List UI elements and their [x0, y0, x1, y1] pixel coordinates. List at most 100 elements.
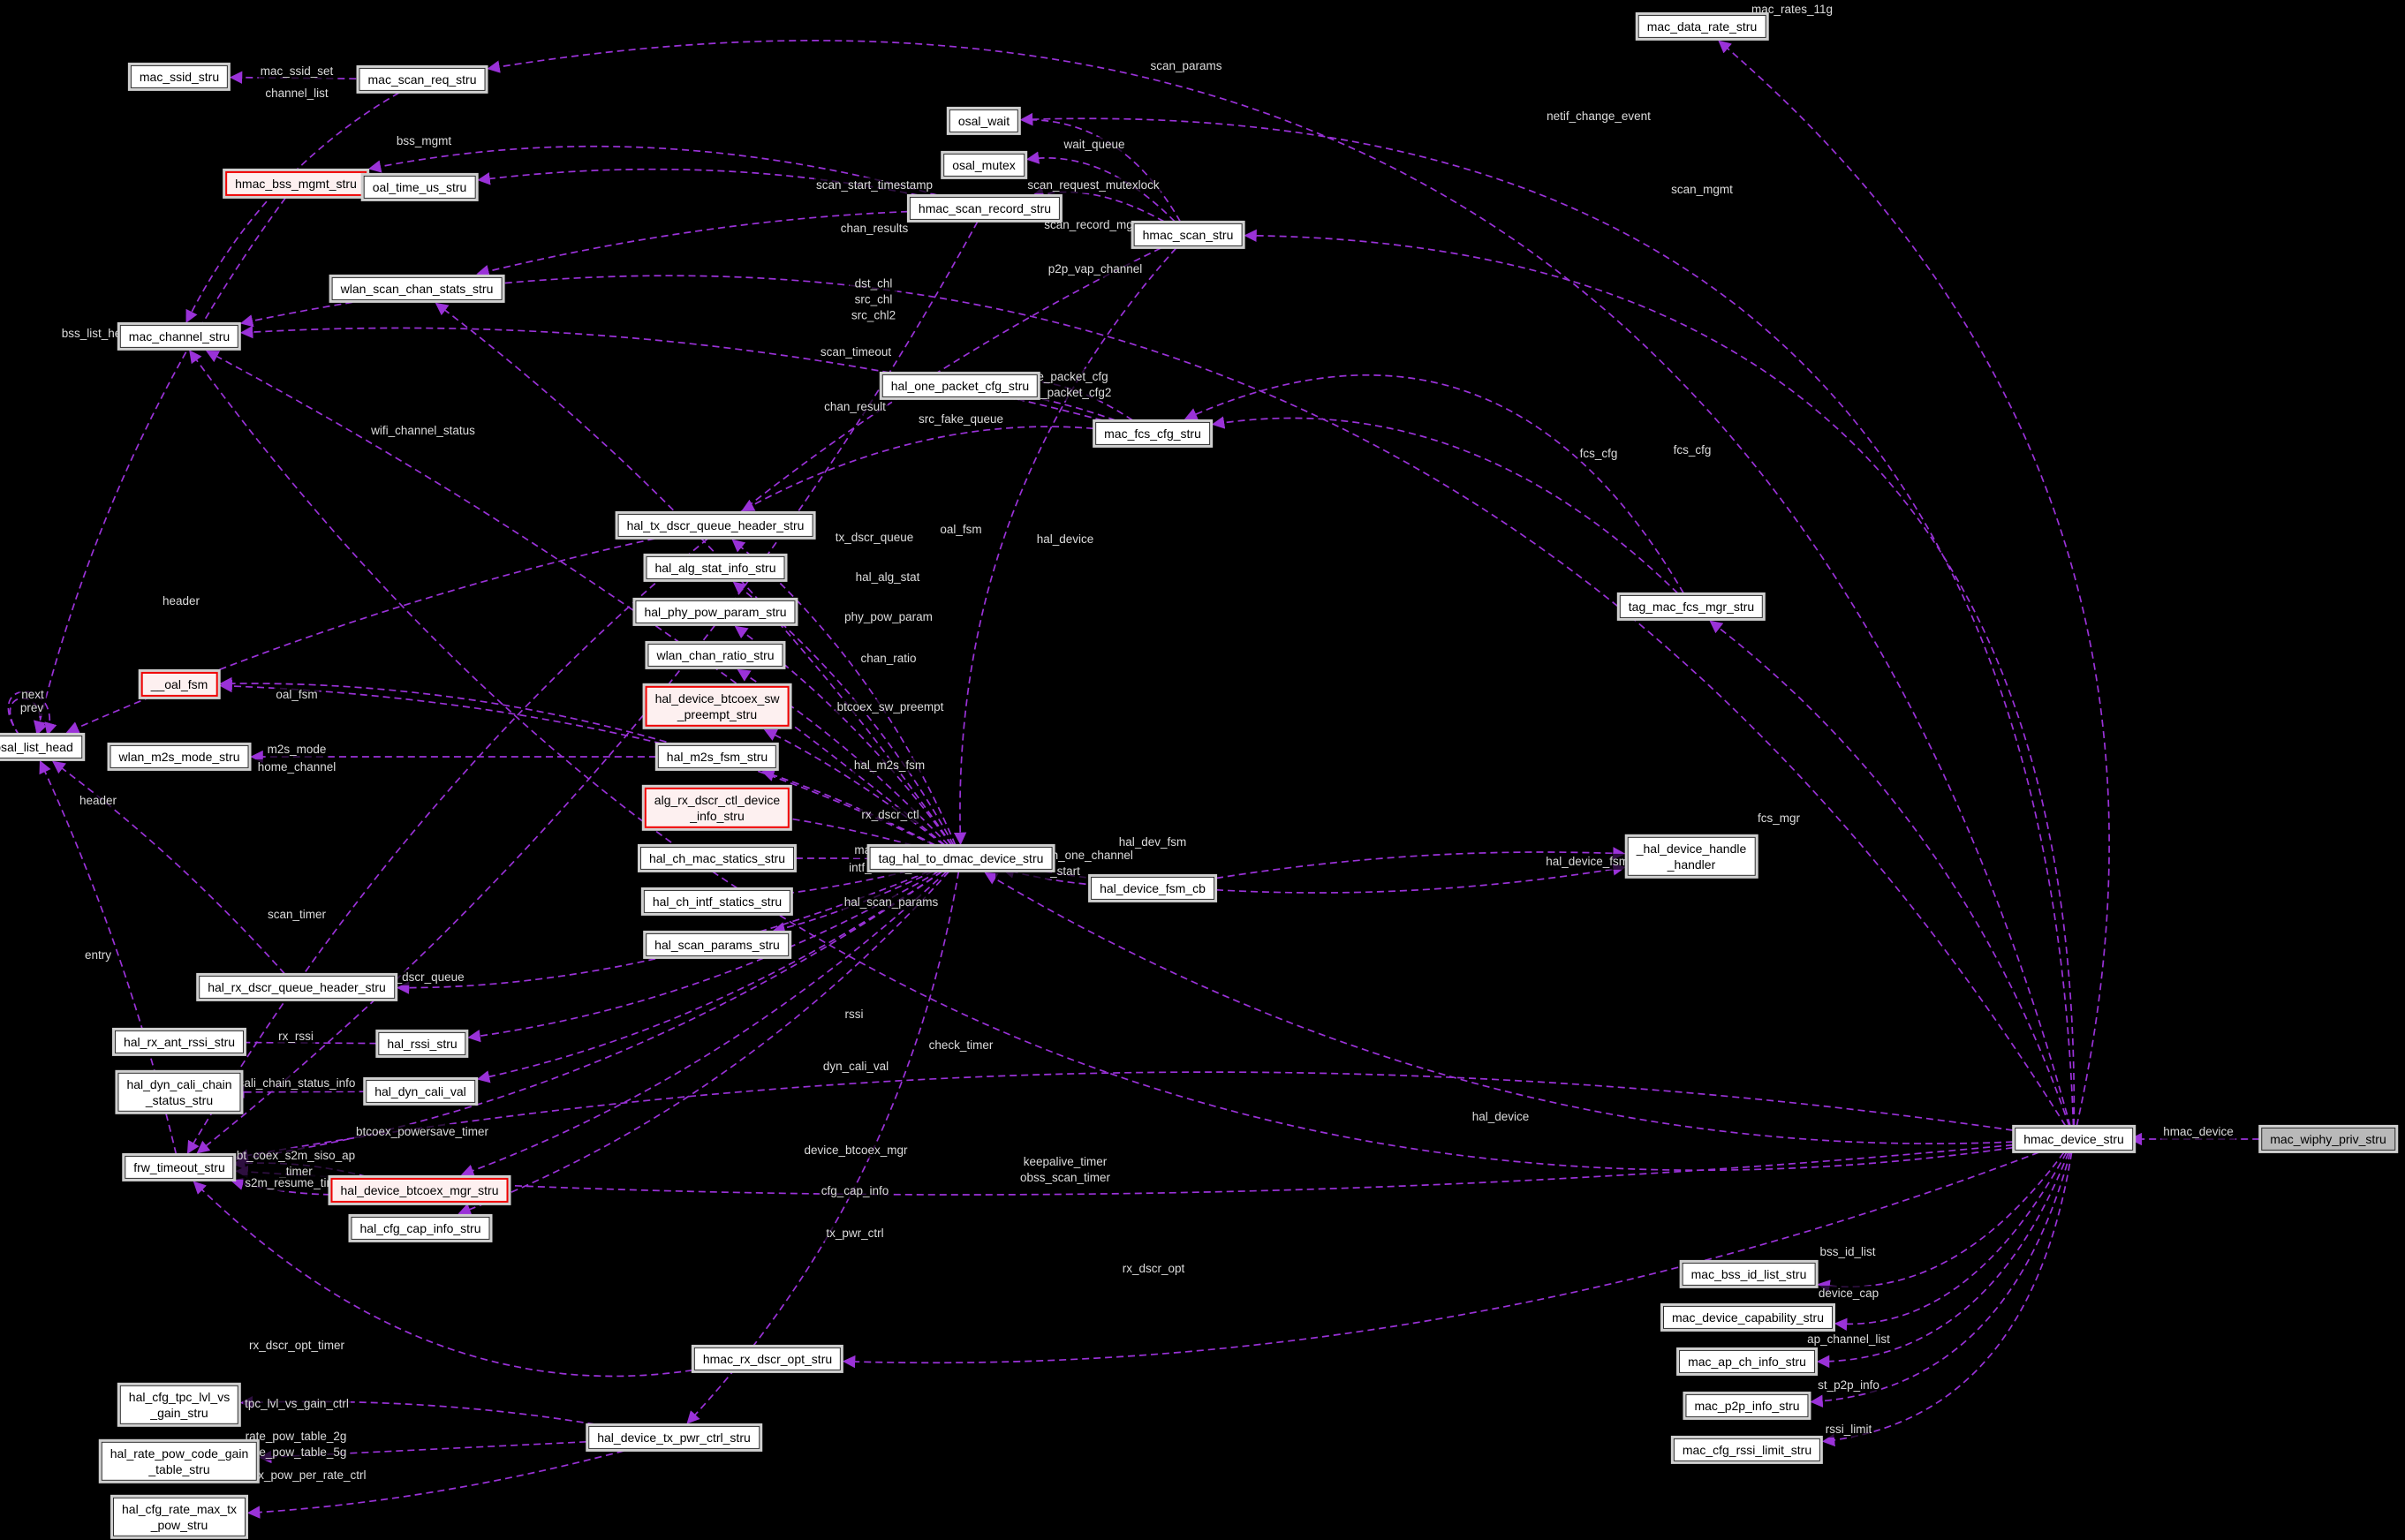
edge-tag_hal_to_dmac_device_stru-wifi_channel_status — [205, 350, 946, 846]
edge-mac_fcs_cfg_stru-one_packet_cfg — [1002, 387, 1116, 421]
edge-hmac_device_stru-home_channel — [189, 350, 2014, 1172]
node-mac_ap_ch_info_stru[interactable]: mac_ap_ch_info_stru — [1679, 1349, 1815, 1374]
node-osal_wait[interactable]: osal_wait — [949, 109, 1019, 133]
edge-label: scan_record_mgmt — [1042, 216, 1148, 234]
node-hal_m2s_fsm_stru[interactable]: hal_m2s_fsm_stru — [657, 744, 777, 769]
node-hal_phy_pow_param_stru[interactable]: hal_phy_pow_param_stru — [635, 600, 796, 624]
node-hmac_rx_dscr_opt_stru[interactable]: hmac_rx_dscr_opt_stru — [693, 1347, 842, 1371]
node-wlan_m2s_mode_stru[interactable]: wlan_m2s_mode_stru — [110, 744, 249, 769]
edge-label: bt_coex_s2m_siso_ap _timer — [234, 1147, 358, 1181]
node-mac_cfg_rssi_limit_stru[interactable]: mac_cfg_rssi_limit_stru — [1673, 1438, 1821, 1462]
edge-label: hal_device — [1470, 1108, 1531, 1126]
node-hal_cfg_cap_info_stru[interactable]: hal_cfg_cap_info_stru — [351, 1216, 490, 1241]
edge-label: fcs_mgr — [1755, 810, 1803, 827]
edge-hmac_scan_stru-scan_record_mgmt — [1031, 187, 1165, 223]
node-hal_rate_pow_code_gain_table_stru[interactable]: hal_rate_pow_code_gain _table_stru — [101, 1441, 258, 1482]
node-wlan_scan_chan_stats_stru[interactable]: wlan_scan_chan_stats_stru — [331, 276, 503, 301]
node-alg_rx_dscr_ctl_device_info_stru[interactable]: alg_rx_dscr_ctl_device _info_stru — [644, 787, 790, 829]
edge-label: hmac_device — [2161, 1123, 2235, 1141]
edge-label: wifi_channel_status — [369, 422, 477, 440]
node-hal_device_btcoex_sw_preempt_stru[interactable]: hal_device_btcoex_sw _preempt_stru — [645, 685, 790, 728]
edge-tag_hal_to_dmac_device_stru-rx_dscr_queue — [396, 871, 929, 994]
edge-hmac_device_stru-ap_channel_list — [1816, 1151, 2069, 1369]
edge-label: chan_result — [822, 398, 888, 416]
edge-label: cali_chain_status_info — [236, 1075, 358, 1092]
edge-mac_fcs_cfg_stru-src_fake_queue — [741, 426, 1094, 512]
edge-label: mac_ssid_set — [258, 63, 336, 80]
edge-label: dst_chl src_chl src_chl2 — [849, 276, 898, 325]
node-hal_rx_dscr_queue_header_stru[interactable]: hal_rx_dscr_queue_header_stru — [199, 975, 395, 1000]
node-frw_timeout_stru[interactable]: frw_timeout_stru — [125, 1155, 234, 1180]
edge-hmac_device_stru-rx_dscr_opt — [842, 1151, 2039, 1369]
node-mac_p2p_info_stru[interactable]: mac_p2p_info_stru — [1685, 1393, 1809, 1418]
node-mac_bss_id_list_stru[interactable]: mac_bss_id_list_stru — [1682, 1262, 1816, 1287]
node-osal_mutex[interactable]: osal_mutex — [943, 153, 1025, 177]
node-hal_ch_mac_statics_stru[interactable]: hal_ch_mac_statics_stru — [639, 846, 795, 871]
node-hal_rx_ant_rssi_stru[interactable]: hal_rx_ant_rssi_stru — [114, 1030, 245, 1054]
edge-hmac_rx_dscr_opt_stru-rx_dscr_opt_timer — [193, 1181, 693, 1378]
edge-label: netif_change_event — [1545, 108, 1652, 125]
node-hal_scan_params_stru[interactable]: hal_scan_params_stru — [646, 932, 789, 957]
node-tag_hal_to_dmac_device_stru[interactable]: tag_hal_to_dmac_device_stru — [869, 846, 1053, 871]
edge-label: fcs_cfg — [1577, 445, 1620, 463]
edge-label: hal_device — [1034, 531, 1096, 548]
node-_hal_device_handle_handler[interactable]: _hal_device_handle _handler — [1627, 836, 1756, 877]
node-hal_alg_stat_info_stru[interactable]: hal_alg_stat_info_stru — [646, 555, 785, 580]
edge-tag_hal_to_dmac_device_stru-hal_scan_params — [772, 871, 934, 935]
node-hmac_scan_record_stru[interactable]: hmac_scan_record_stru — [909, 196, 1061, 221]
node-oal_time_us_stru[interactable]: oal_time_us_stru — [363, 175, 476, 200]
edge-label: hal_m2s_fsm — [851, 757, 927, 774]
edge-label: max_tx_pow_per_rate_ctrl — [223, 1467, 368, 1484]
node-mac_data_rate_stru[interactable]: mac_data_rate_stru — [1637, 14, 1766, 39]
edge-label: oal_fsm — [274, 686, 320, 704]
edge-label: scan_timeout — [818, 343, 894, 361]
node-__oal_fsm[interactable]: __oal_fsm — [140, 671, 218, 698]
node-hal_dyn_cali_chain_status_stru[interactable]: hal_dyn_cali_chain _status_stru — [117, 1072, 241, 1113]
edge-tag_hal_to_dmac_device_stru-oal_fsm — [219, 676, 934, 846]
edge-label: scan_mgmt — [1669, 181, 1735, 199]
edge-hmac_device_stru-rssi_limit — [1821, 1151, 2073, 1447]
edge-hmac_device_stru-check_timer — [235, 1071, 2014, 1162]
node-hal_cfg_rate_max_tx_pow_stru[interactable]: hal_cfg_rate_max_tx _pow_stru — [113, 1497, 246, 1537]
edge-hmac_device_stru-fcs_mgr — [1709, 620, 2070, 1127]
node-mac_wiphy_priv_stru[interactable]: mac_wiphy_priv_stru — [2261, 1127, 2395, 1151]
edge-label: scan_request_mutexlock — [1025, 177, 1161, 194]
edge-label: header — [160, 593, 202, 610]
node-mac_fcs_cfg_stru[interactable]: mac_fcs_cfg_stru — [1095, 421, 1210, 446]
edge-label: cfg_cap_info — [819, 1182, 891, 1200]
edge-label: bss_id_list — [1818, 1243, 1878, 1261]
node-hal_tx_dscr_queue_header_stru[interactable]: hal_tx_dscr_queue_header_stru — [617, 513, 813, 538]
edge-label: src_fake_queue — [916, 411, 1006, 428]
edge-label: scan_timer — [265, 906, 329, 924]
edge-label: btcoex_powersave_timer — [353, 1123, 491, 1141]
edge-label: rx_dscr_opt — [1120, 1260, 1187, 1278]
node-tag_mac_fcs_mgr_stru[interactable]: tag_mac_fcs_mgr_stru — [1619, 594, 1764, 619]
edge-label: scan_params — [1148, 57, 1224, 75]
edge-hmac_scan_stru-hal_device — [953, 247, 1177, 846]
node-mac_device_capability_stru[interactable]: mac_device_capability_stru — [1663, 1305, 1833, 1330]
node-mac_scan_req_stru[interactable]: mac_scan_req_stru — [359, 67, 486, 92]
node-hal_dyn_cali_val[interactable]: hal_dyn_cali_val — [366, 1079, 475, 1104]
node-hal_device_btcoex_mgr_stru[interactable]: hal_device_btcoex_mgr_stru — [330, 1177, 509, 1204]
edge-tag_hal_to_dmac_device_stru-chan_ratio — [737, 668, 949, 846]
node-hmac_scan_stru[interactable]: hmac_scan_stru — [1133, 223, 1243, 247]
node-osal_list_head[interactable]: osal_list_head — [0, 735, 82, 759]
edge-label: hal_scan_params — [842, 894, 941, 911]
edge-label: rate_pow_table_2g rate_pow_table_5g — [243, 1428, 349, 1461]
edge-label: mac_rates_11g — [1749, 1, 1835, 19]
node-hal_one_packet_cfg_stru[interactable]: hal_one_packet_cfg_stru — [881, 374, 1039, 398]
node-mac_ssid_stru[interactable]: mac_ssid_stru — [130, 64, 229, 89]
node-wlan_chan_ratio_stru[interactable]: wlan_chan_ratio_stru — [647, 643, 783, 668]
node-hal_device_tx_pwr_ctrl_stru[interactable]: hal_device_tx_pwr_ctrl_stru — [588, 1425, 760, 1450]
node-hal_cfg_tpc_lvl_vs_gain_stru[interactable]: hal_cfg_tpc_lvl_vs _gain_stru — [119, 1385, 239, 1425]
node-hmac_device_stru[interactable]: hmac_device_stru — [2015, 1127, 2133, 1151]
edge-label: scan_start_timestamp — [813, 177, 935, 194]
edge-hmac_device_stru-device_cap — [1834, 1151, 2068, 1331]
node-mac_channel_stru[interactable]: mac_channel_stru — [119, 324, 239, 349]
node-hal_ch_intf_statics_stru[interactable]: hal_ch_intf_statics_stru — [643, 889, 791, 914]
node-hmac_bss_mgmt_stru[interactable]: hmac_bss_mgmt_stru — [225, 170, 367, 197]
edge-label: rssi_limit — [1823, 1421, 1874, 1438]
node-hal_device_fsm_cb[interactable]: hal_device_fsm_cb — [1091, 876, 1214, 901]
node-hal_rssi_stru[interactable]: hal_rssi_stru — [378, 1031, 466, 1056]
